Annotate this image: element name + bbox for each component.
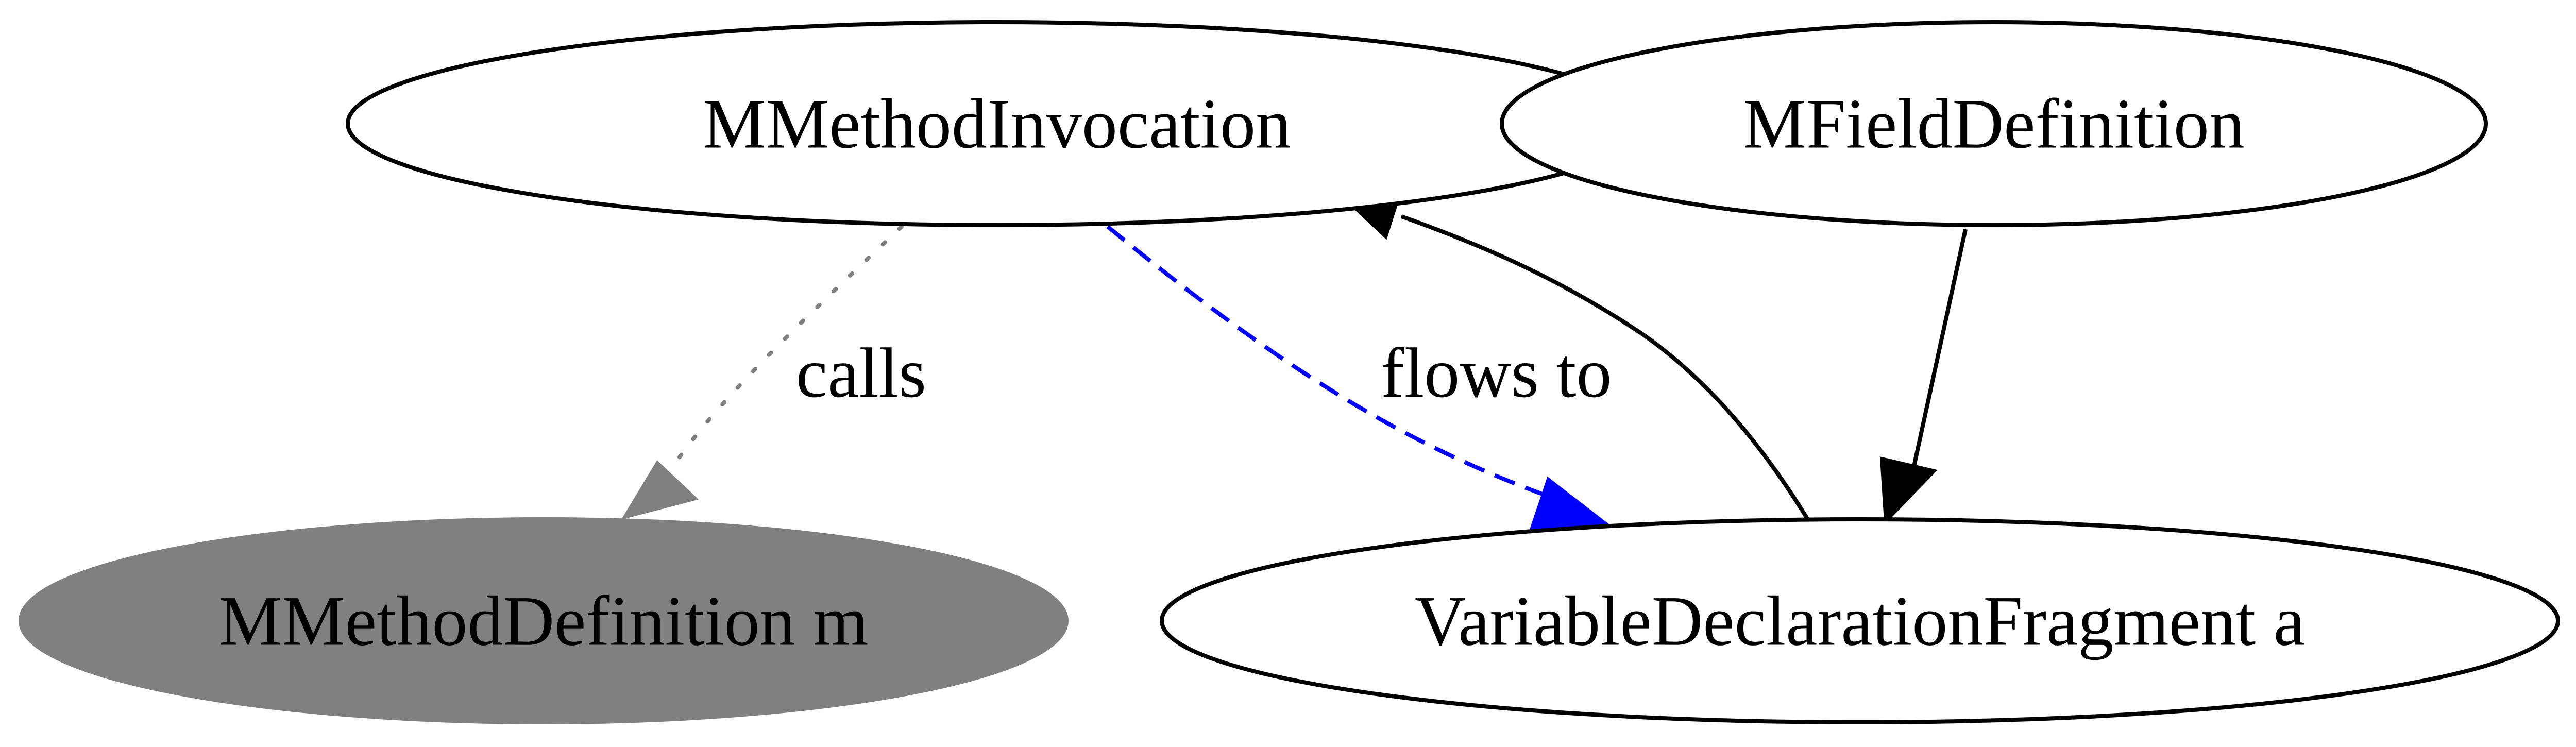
edge-field-to-fragment-line: [1912, 229, 1968, 467]
edge-flows-to: flows to: [1106, 225, 1616, 532]
node-mmethod-definition-label: MMethodDefinition m: [218, 582, 868, 660]
edge-field-to-fragment: [1879, 229, 1968, 525]
edge-field-to-fragment-arrowhead: [1879, 456, 1938, 525]
node-mfield-definition[interactable]: MFieldDefinition: [1500, 20, 2488, 227]
edge-fragment-to-invocation-line: [1400, 214, 1810, 522]
edge-flows-to-line: [1106, 225, 1552, 499]
node-mmethod-invocation[interactable]: MMethodInvocation: [346, 20, 1648, 227]
node-mmethod-definition-shape: [19, 517, 1069, 724]
node-mfield-definition-label: MFieldDefinition: [1743, 84, 2245, 163]
node-variable-fragment[interactable]: VariableDeclarationFragment a: [1160, 517, 2560, 724]
edge-flows-to-label: flows to: [1381, 333, 1612, 412]
node-mmethod-invocation-label: MMethodInvocation: [703, 84, 1291, 163]
edge-calls-arrowhead: [621, 460, 699, 520]
edge-calls-line: [673, 225, 904, 466]
edge-calls: calls: [621, 225, 926, 520]
node-variable-fragment-label: VariableDeclarationFragment a: [1415, 582, 2305, 660]
node-variable-fragment-shape: [1160, 517, 2560, 724]
node-mfield-definition-shape: [1500, 20, 2488, 227]
edge-flows-to-arrowhead: [1529, 477, 1616, 532]
node-mmethod-definition[interactable]: MMethodDefinition m: [19, 517, 1069, 724]
edge-calls-label: calls: [796, 333, 926, 412]
